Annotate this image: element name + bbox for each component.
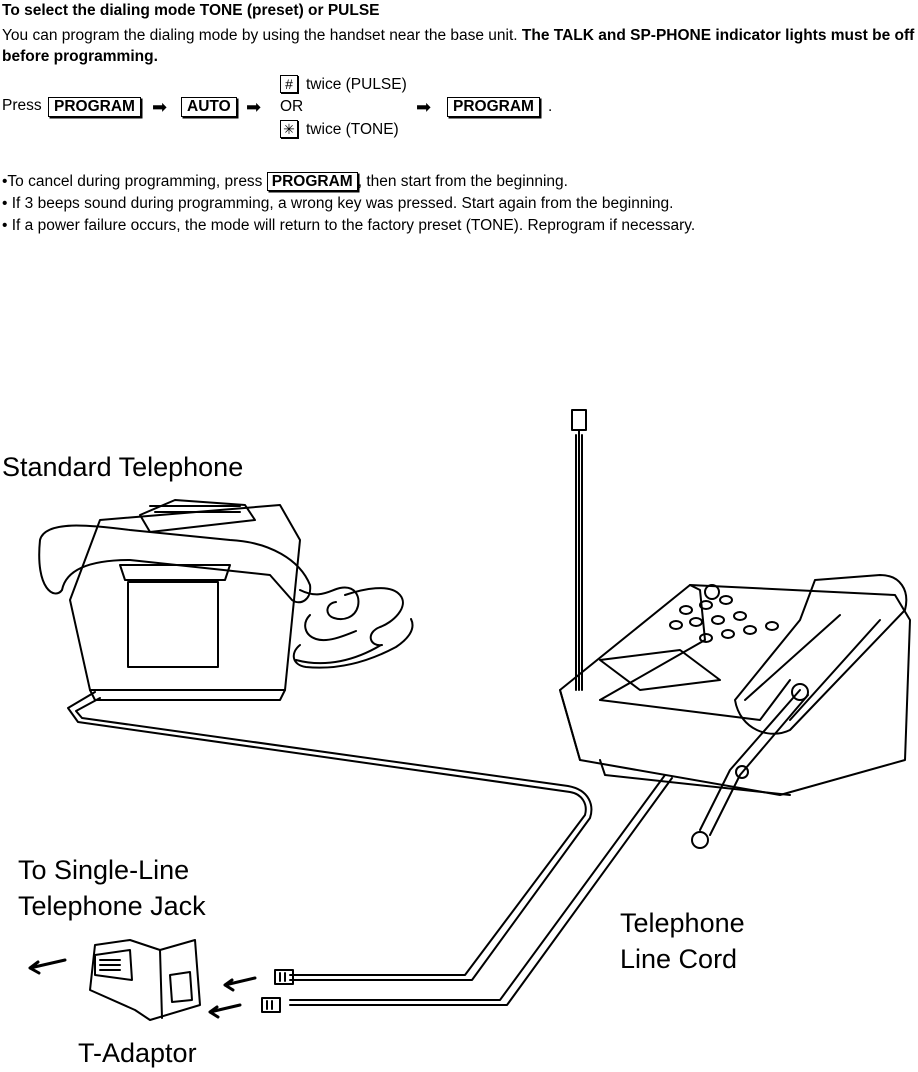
note-cancel-suffix: , then start from the beginning. <box>357 173 568 190</box>
label-standard-telephone: Standard Telephone <box>2 452 244 482</box>
option-tone-text: twice (TONE) <box>306 121 399 138</box>
arrow-left-icon <box>28 958 67 975</box>
t-adaptor-illustration <box>89 939 201 1021</box>
label-jack-line2: Telephone Jack <box>18 891 206 921</box>
label-line-cord-line2: Line Cord <box>620 944 738 974</box>
note-power-failure: • If a power failure occurs, the mode wi… <box>2 217 696 234</box>
option-pulse: # twice (PULSE) <box>280 75 407 94</box>
end-period: . <box>548 98 553 115</box>
press-label: Press <box>2 97 42 114</box>
connection-illustration <box>28 409 911 1021</box>
or-text: OR <box>280 98 304 115</box>
intro-paragraph: You can program the dialing mode by usin… <box>2 25 918 67</box>
intro-warning: The TALK and SP-PHONE indicator lights m… <box>2 27 915 65</box>
program-key: PROGRAM <box>48 97 141 117</box>
pound-key-icon: # <box>280 75 298 93</box>
star-key-icon: ✳ <box>280 120 298 138</box>
label-t-adaptor: T-Adaptor <box>78 1038 197 1068</box>
label-line-cord-line1: Telephone <box>620 908 745 938</box>
arrow-right-icon: ➡ <box>246 97 262 117</box>
option-pulse-text: twice (PULSE) <box>306 76 407 93</box>
note-cancel: •To cancel during programming, press PRO… <box>2 172 568 191</box>
standard-telephone-illustration <box>38 499 414 701</box>
auto-key: AUTO <box>181 97 237 117</box>
note-cancel-prefix: •To cancel during programming, press <box>2 173 267 190</box>
program-key-inline: PROGRAM <box>266 172 358 191</box>
note-beeps: • If 3 beeps sound during programming, a… <box>2 195 674 212</box>
arrow-right-icon: ➡ <box>416 97 432 117</box>
intro-text: You can program the dialing mode by usin… <box>2 27 518 44</box>
label-jack-line1: To Single-Line <box>18 855 190 885</box>
modular-plugs-illustration <box>208 969 294 1019</box>
section-heading: To select the dialing mode TONE (preset)… <box>2 2 380 19</box>
program-end-key: PROGRAM <box>447 97 540 117</box>
base-unit-illustration <box>559 409 911 849</box>
option-tone: ✳ twice (TONE) <box>280 120 399 139</box>
arrow-right-icon: ➡ <box>152 97 168 117</box>
